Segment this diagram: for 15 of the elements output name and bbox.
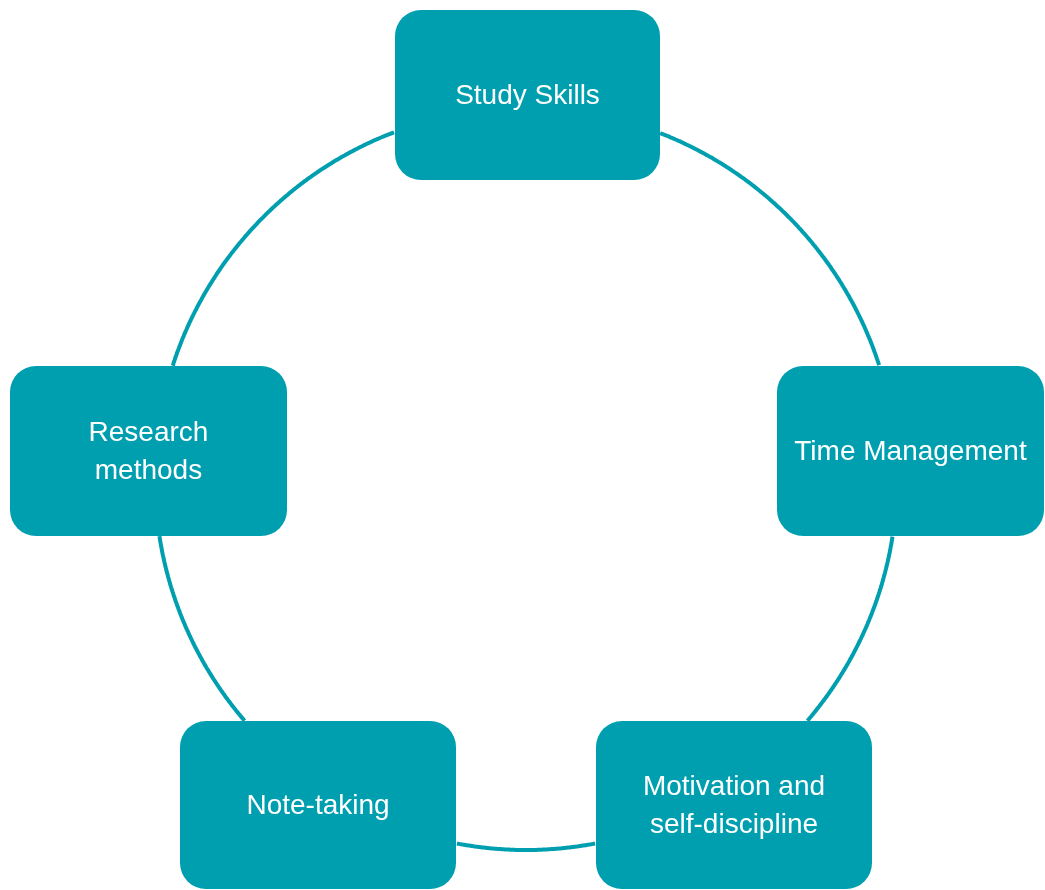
topic-box [596, 721, 872, 889]
topic-label: Time Management [794, 434, 1027, 468]
topic-box [180, 721, 456, 889]
connector-arc [170, 130, 395, 367]
topic-label: Motivation and self-discipline [641, 769, 827, 841]
topic-box [10, 366, 287, 536]
topic-label: Note-taking [246, 788, 390, 822]
topic-box [777, 366, 1044, 536]
connector-arc [157, 535, 247, 722]
topic-box [395, 10, 660, 180]
connector-arc [659, 131, 881, 366]
topic-label: Study Skills [455, 78, 600, 112]
connector-arc [805, 535, 895, 723]
topic-label: Research methods [87, 415, 210, 487]
connector-arc [455, 841, 597, 852]
